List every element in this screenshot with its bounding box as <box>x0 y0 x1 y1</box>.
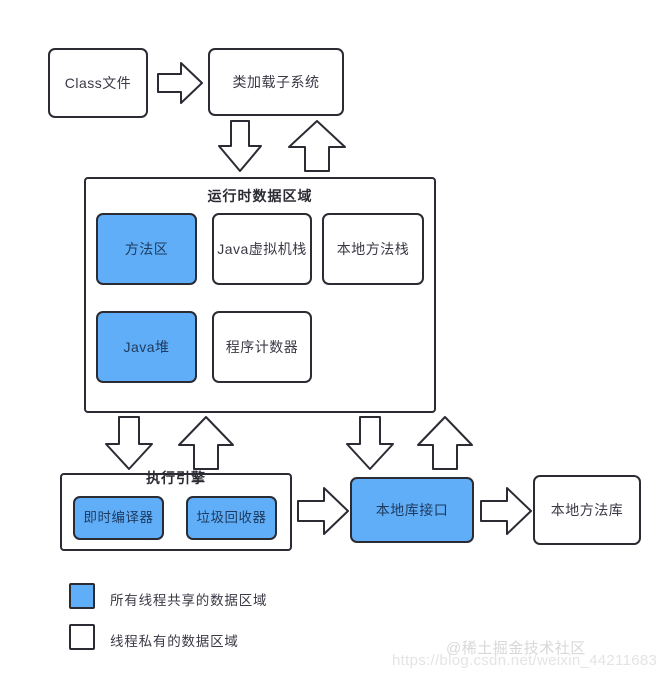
node-program-counter-label: 程序计数器 <box>225 338 299 355</box>
node-native-library-interface-label: 本地库接口 <box>375 501 449 518</box>
legend-swatch-private <box>69 624 95 650</box>
runtime-data-area-title: 运行时数据区域 <box>207 188 313 204</box>
node-jit-compiler-label: 即时编译器 <box>83 509 154 525</box>
arrow-runtime-to-loader-up <box>288 120 346 172</box>
execution-engine-title: 执行引擎 <box>146 470 206 486</box>
arrow-class-file-to-loader <box>157 62 203 104</box>
node-native-method-stack-label: 本地方法栈 <box>336 240 410 257</box>
node-garbage-collector: 垃圾回收器 <box>186 496 277 540</box>
node-class-file: Class文件 <box>48 48 148 118</box>
node-class-file-label: Class文件 <box>64 74 132 91</box>
node-class-loader-subsystem-label: 类加载子系统 <box>232 73 320 90</box>
arrow-runtime-to-engine-down <box>104 416 154 470</box>
node-jvm-stack: Java虚拟机栈 <box>212 213 312 285</box>
node-jvm-stack-label: Java虚拟机栈 <box>217 240 307 257</box>
arrow-native-interface-to-library <box>480 487 532 535</box>
node-native-method-library: 本地方法库 <box>533 475 641 545</box>
legend-swatch-shared <box>69 583 95 609</box>
node-native-method-stack: 本地方法栈 <box>322 213 424 285</box>
arrow-runtime-to-native-down <box>345 416 395 470</box>
node-native-method-library-label: 本地方法库 <box>550 501 624 518</box>
legend-label-shared: 所有线程共享的数据区域 <box>110 593 268 608</box>
node-jit-compiler: 即时编译器 <box>73 496 164 540</box>
arrow-engine-to-native-interface <box>297 487 349 535</box>
arrow-loader-to-runtime-down <box>218 120 262 172</box>
node-garbage-collector-label: 垃圾回收器 <box>196 509 267 525</box>
node-program-counter: 程序计数器 <box>212 311 312 383</box>
node-native-library-interface: 本地库接口 <box>350 477 474 543</box>
watermark-handle: @稀土掘金技术社区 <box>446 640 586 657</box>
watermark-url: https://blog.csdn.net/weixin_44211683 <box>392 652 658 669</box>
node-java-heap: Java堆 <box>96 311 197 383</box>
arrow-native-to-runtime-up <box>416 416 474 470</box>
node-class-loader-subsystem: 类加载子系统 <box>208 48 344 116</box>
legend-label-private: 线程私有的数据区域 <box>110 634 239 649</box>
node-method-area: 方法区 <box>96 213 197 285</box>
arrow-engine-to-runtime-up <box>177 416 235 470</box>
node-method-area-label: 方法区 <box>124 240 169 257</box>
node-java-heap-label: Java堆 <box>123 338 170 355</box>
